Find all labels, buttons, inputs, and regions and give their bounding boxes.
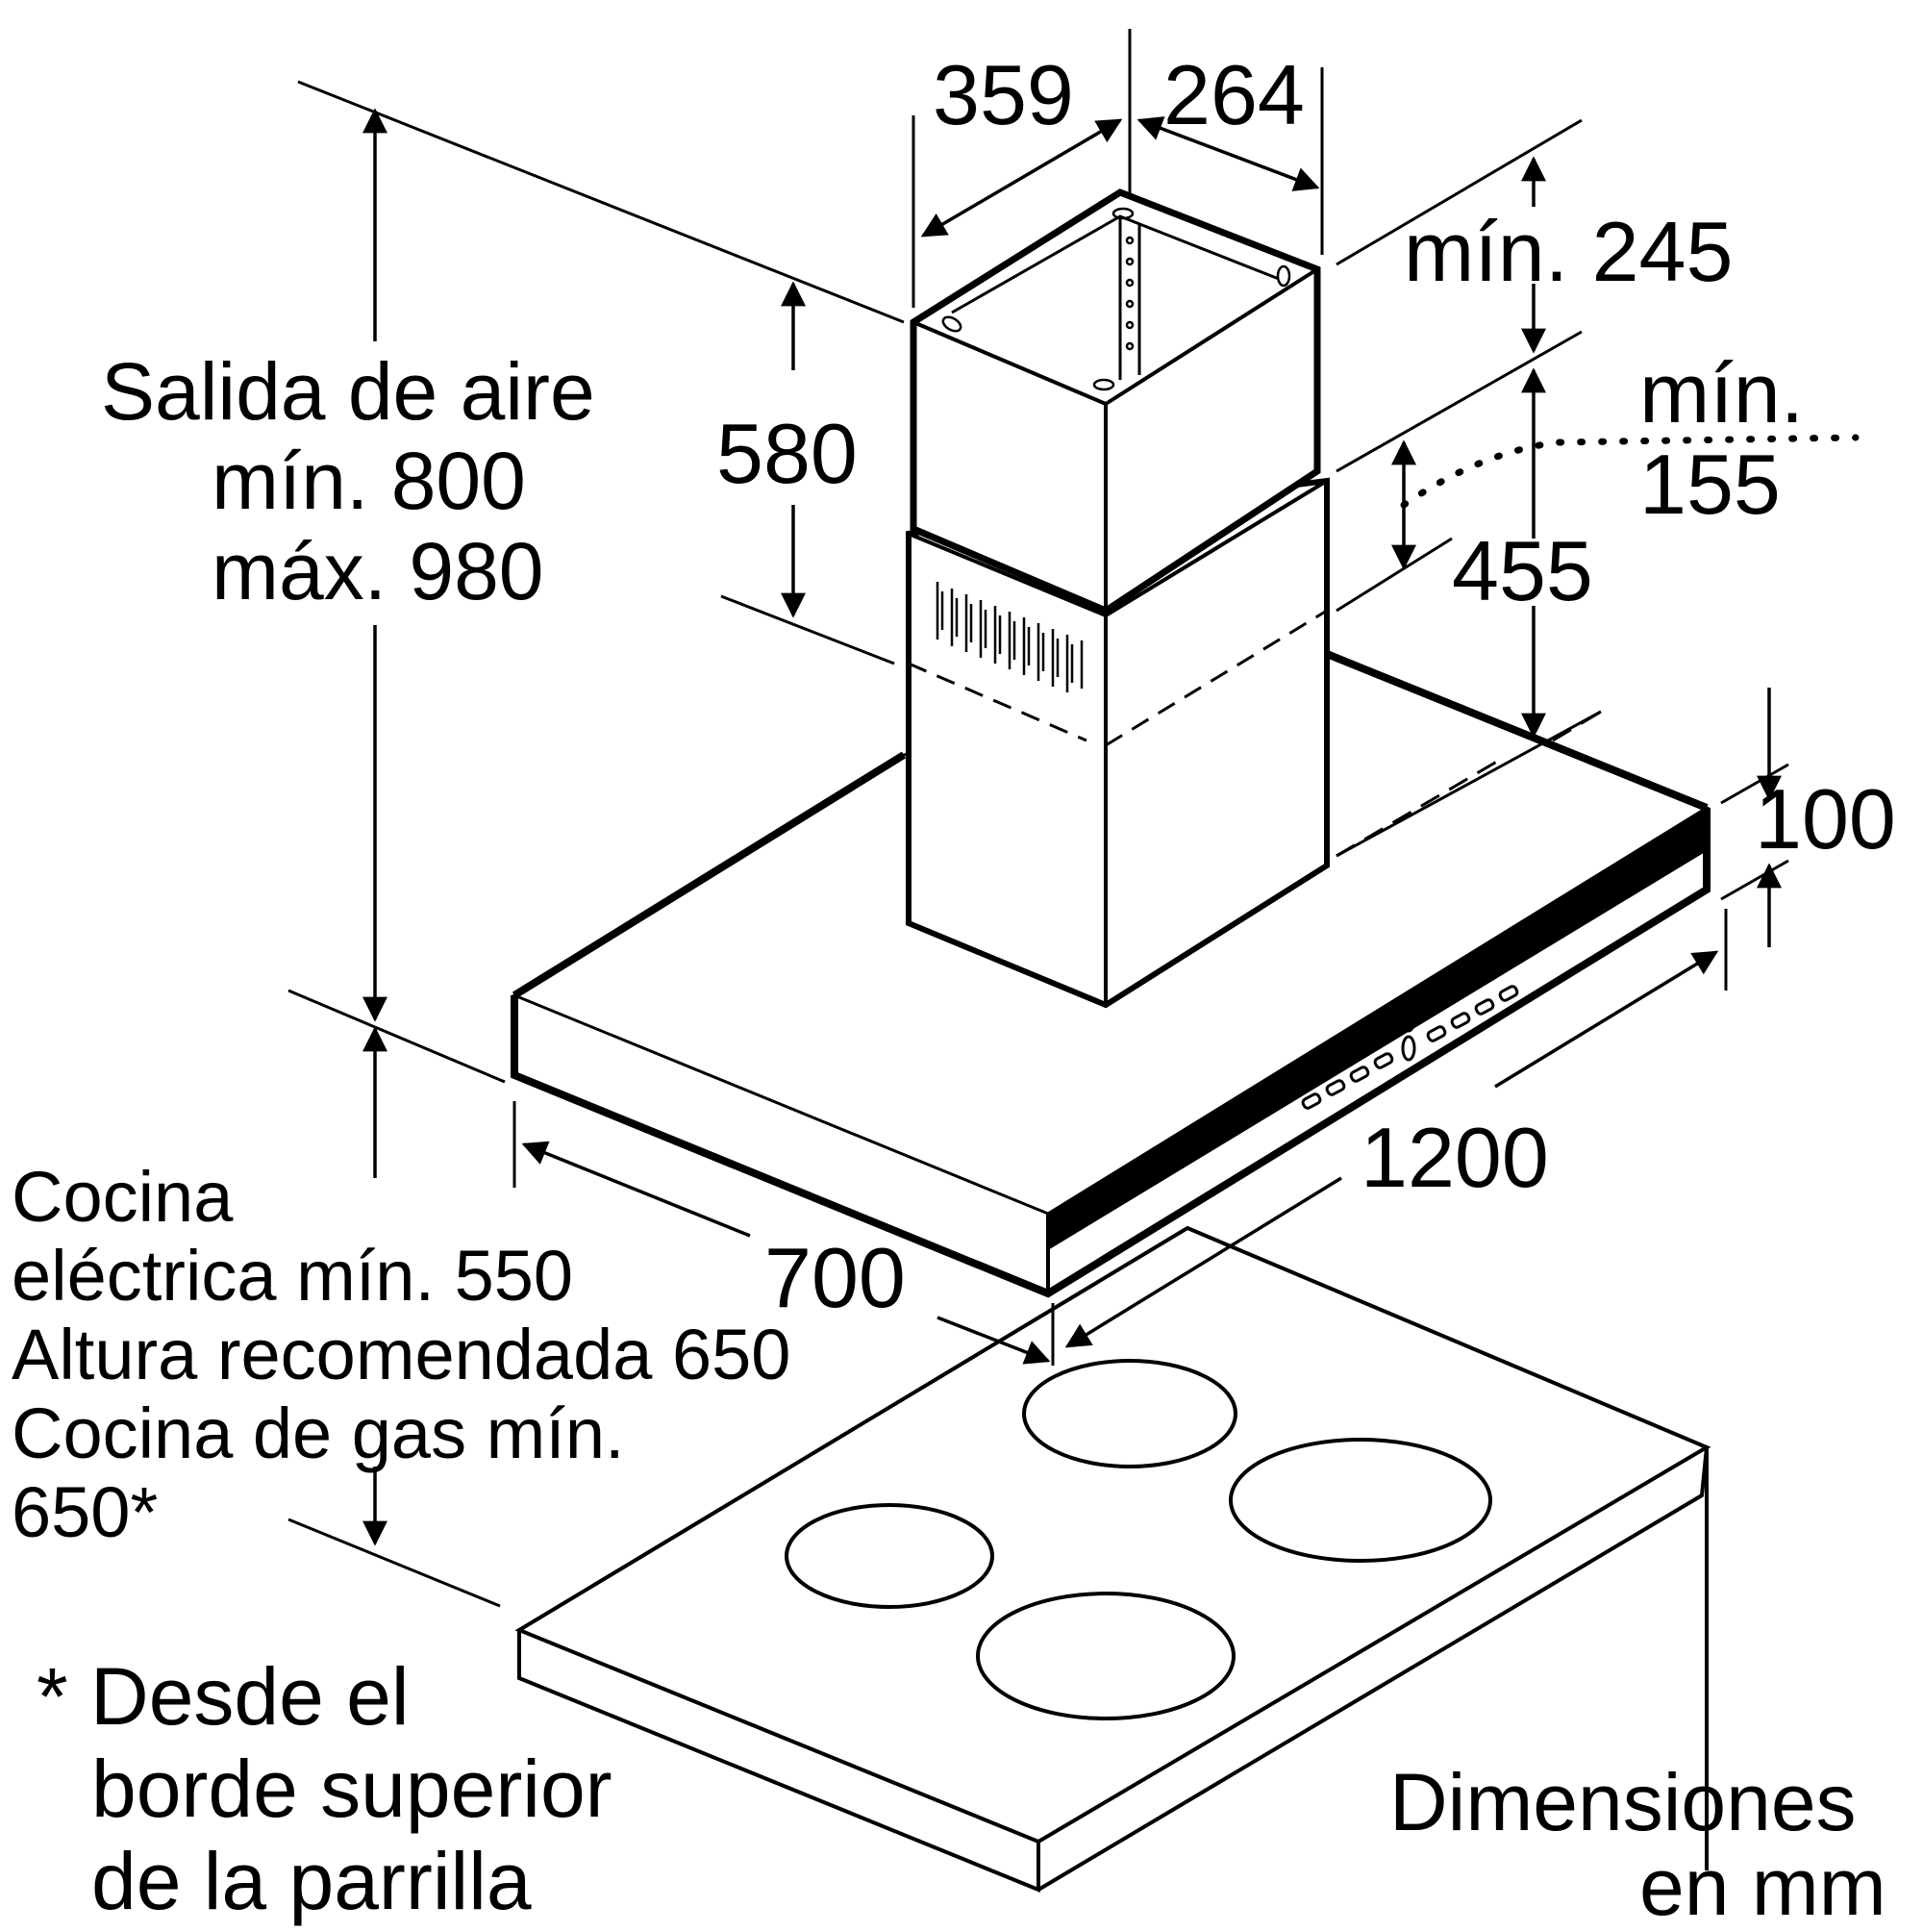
burner-back-right <box>1229 1438 1492 1563</box>
canopy <box>511 650 1711 1298</box>
label-canopy-height: 100 <box>1755 771 1896 866</box>
label-upper-chimney-height: 580 <box>716 406 858 501</box>
dim-arrow-359 <box>920 118 1123 238</box>
label-canopy-width: 1200 <box>1361 1110 1549 1205</box>
label-gap-min-245: mín. 245 <box>1404 204 1734 299</box>
label-lower-chimney-height: 455 <box>1452 523 1593 618</box>
vent-slots <box>936 582 1084 692</box>
dimension-arrows <box>362 108 1782 1546</box>
canopy-front-band <box>1048 808 1707 1250</box>
label-cooktop-line4: Cocina de gas mín. <box>12 1393 625 1473</box>
dim-arrow-1200-left <box>1064 1176 1342 1348</box>
label-gap-min-155-line1: mín. <box>1639 345 1805 440</box>
label-gap-min-155-line2: 155 <box>1639 437 1781 532</box>
label-footnote-line3: de la parrilla <box>91 1836 532 1926</box>
dotted-leader-155 <box>1400 434 1860 509</box>
label-canopy-depth: 700 <box>764 1230 906 1325</box>
burner-front-left <box>785 1503 994 1609</box>
label-footnote-line1: * Desde el <box>37 1651 410 1742</box>
dim-arrow-700-left <box>521 1141 751 1238</box>
upper-chimney <box>910 188 1321 615</box>
dim-arrow-700-right <box>937 1316 1051 1365</box>
cooktop <box>514 1225 1711 1893</box>
label-units-line1: Dimensiones <box>1389 1757 1857 1847</box>
control-panel <box>1301 985 1519 1110</box>
cooktop-front-edge <box>517 1630 1040 1893</box>
dim-arrow-264 <box>1136 116 1320 191</box>
burner-back-center <box>1022 1359 1237 1468</box>
label-air-outlet-line2: mín. 800 <box>212 436 526 526</box>
label-cooktop-line2: eléctrica mín. 550 <box>12 1236 574 1316</box>
dim-arrow-1200-right <box>1494 950 1719 1089</box>
label-air-outlet-line1: Salida de aire <box>101 346 595 437</box>
label-footnote-line2: borde superior <box>91 1744 612 1834</box>
label-cooktop-line1: Cocina <box>12 1157 234 1237</box>
label-air-outlet-line3: máx. 980 <box>212 526 544 616</box>
label-cooktop-line3: Altura recomendada 650 <box>12 1315 791 1394</box>
label-chimney-depth: 359 <box>933 47 1074 142</box>
burner-front-right <box>976 1592 1236 1720</box>
label-chimney-width: 264 <box>1163 47 1305 142</box>
label-cooktop-line5: 650* <box>12 1472 159 1552</box>
label-units-line2: en mm <box>1639 1842 1886 1932</box>
